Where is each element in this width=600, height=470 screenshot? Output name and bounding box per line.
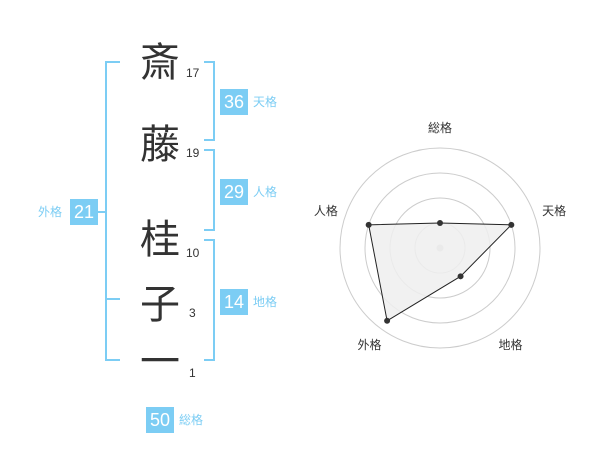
radar-polygon: [368, 222, 513, 322]
radar-point-2: [508, 221, 515, 228]
gaikaku-label: 外格: [38, 205, 63, 219]
radar-point-1: [437, 220, 443, 226]
radar-ring-3: [364, 172, 516, 324]
stroke-count-2: 19: [186, 146, 200, 160]
radar-axis-label-1: 総格: [428, 120, 452, 135]
chikaku-label: 地格: [253, 295, 278, 309]
radar-axis-label-5: 人格: [314, 203, 338, 218]
jinkaku-bracket: [204, 149, 215, 231]
name-char-3: 桂: [140, 217, 180, 263]
gaikaku-score: 21: [70, 199, 98, 225]
jinkaku-score: 29: [220, 179, 248, 205]
tenkaku-score: 36: [220, 89, 248, 115]
soukaku-label: 総格: [179, 413, 204, 427]
tenkaku-bracket: [204, 61, 215, 141]
soukaku-score: 50: [146, 407, 174, 433]
jinkaku-label: 人格: [253, 185, 278, 199]
chikaku-bracket: [204, 239, 215, 361]
radar-ring-4: [339, 147, 541, 349]
radar-axis-label-3: 地格: [499, 337, 523, 352]
name-char-1: 斎: [140, 40, 180, 86]
name-char-2: 藤: [140, 122, 180, 168]
stroke-count-3: 10: [186, 246, 200, 260]
radar-axis-label-4: 外格: [357, 337, 381, 352]
stroke-count-4: 3: [189, 306, 196, 320]
tenkaku-label: 天格: [253, 95, 278, 109]
chikaku-score: 14: [220, 289, 248, 315]
radar-axis-label-2: 天格: [542, 203, 566, 218]
stroke-count-5: 1: [189, 366, 196, 380]
radar-point-3: [457, 273, 464, 280]
radar-point-5: [365, 221, 372, 228]
radar-point-4: [384, 317, 391, 324]
name-char-5: 一: [140, 339, 180, 385]
name-char-4: 子: [140, 282, 180, 328]
stroke-count-1: 17: [186, 66, 200, 80]
